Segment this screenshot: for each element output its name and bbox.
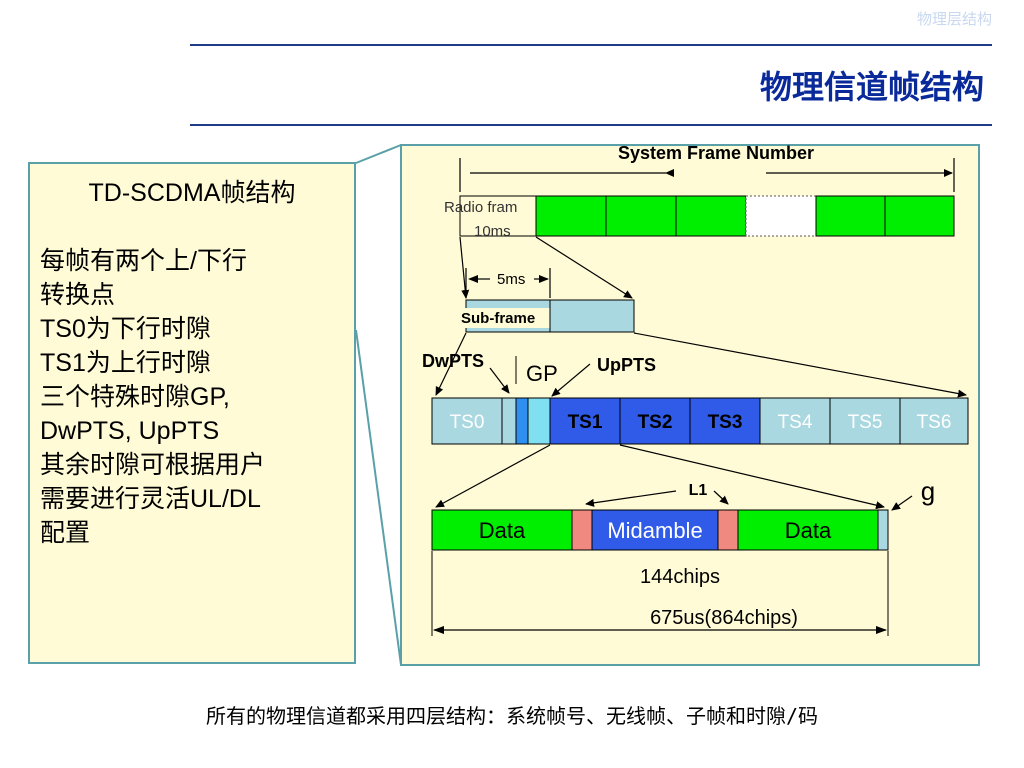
uppts-slot xyxy=(527,397,551,445)
arrowhead xyxy=(539,275,549,283)
dwpts-label: DwPTS xyxy=(422,351,484,371)
uppts-label: UpPTS xyxy=(597,355,656,375)
timeslot-label: TS0 xyxy=(450,412,485,433)
timeslot-ts1 xyxy=(549,397,621,445)
timeslot-label: TS3 xyxy=(708,412,743,433)
timeslot-label: TS4 xyxy=(778,412,813,433)
burst-guard-1 xyxy=(571,509,593,551)
panel-line: 每帧有两个上/下行 xyxy=(40,247,247,275)
zoom-arrow xyxy=(459,236,470,299)
zoom-arrow xyxy=(435,444,551,508)
burst-guard-2 xyxy=(717,509,739,551)
panel-text: 每帧有两个上/下行 转换点 TS0为下行时隙 TS1为上行时隙 三个特殊时隙GP… xyxy=(30,244,354,550)
panel-line: 三个特殊时隙GP, xyxy=(40,383,230,411)
burst-label: Midamble xyxy=(607,518,702,543)
zoom-arrow xyxy=(435,332,467,396)
system-frame-number-label: System Frame Number xyxy=(618,143,814,163)
timeslot-ts6 xyxy=(899,397,969,445)
burst-label: Data xyxy=(785,518,832,543)
gp-slot xyxy=(515,397,529,445)
radio-frame xyxy=(884,195,955,237)
connector-line xyxy=(355,144,402,164)
timeslot-ts3 xyxy=(689,397,761,445)
l1-label: L1 xyxy=(689,482,708,499)
panel-line: 需要进行灵活UL/DL xyxy=(40,485,261,513)
burst-label: Data xyxy=(479,518,526,543)
section-label: 物理层结构 xyxy=(916,11,992,28)
timeslot-ts4 xyxy=(759,397,831,445)
dwpts-pointer xyxy=(489,367,510,394)
panel-line: 转换点 xyxy=(40,281,116,309)
chips-label: 144chips xyxy=(640,566,720,588)
zoom-arrow xyxy=(633,332,967,398)
subframe-label-bg xyxy=(460,308,550,328)
l1-pointer xyxy=(713,490,729,505)
arrowhead xyxy=(433,626,444,634)
g-label: g xyxy=(921,476,935,506)
uppts-pointer xyxy=(551,363,591,397)
panel-line: 其余时隙可根据用户 xyxy=(40,451,266,479)
radio-frame-duration: 10ms xyxy=(474,223,511,240)
radio-frame xyxy=(535,195,607,237)
panel-line: 配置 xyxy=(40,519,91,547)
subframe-duration-label: 5ms xyxy=(497,271,525,288)
panel-line: TS0为下行时隙 xyxy=(40,315,211,343)
burst-midamble xyxy=(591,509,719,551)
title-rule xyxy=(190,124,992,126)
burst-data-1 xyxy=(431,509,573,551)
timeslot-label: TS1 xyxy=(568,412,603,433)
radio-frame xyxy=(605,195,677,237)
zoom-arrow xyxy=(535,236,633,299)
subframe-label: Sub-frame xyxy=(461,310,535,327)
radio-frame-label-bg xyxy=(438,196,536,236)
g-pointer xyxy=(891,495,913,511)
dwpts-slot xyxy=(501,397,517,445)
gp-label: GP xyxy=(526,361,558,386)
timeslot-label: TS6 xyxy=(917,412,952,433)
burst-data-2 xyxy=(737,509,879,551)
arrowhead xyxy=(876,626,887,634)
panel-heading: TD-SCDMA帧结构 xyxy=(88,179,296,207)
radio-frame-label: Radio fram xyxy=(444,199,517,216)
footer-caption: 所有的物理信道都采用四层结构：系统帧号、无线帧、子帧和时隙/码 xyxy=(205,704,819,728)
page-title: 物理信道帧结构 xyxy=(759,69,984,105)
arrowhead xyxy=(468,275,478,283)
timeslot-label: TS5 xyxy=(848,412,883,433)
description-panel: TD-SCDMA帧结构 每帧有两个上/下行 转换点 TS0为下行时隙 TS1为上… xyxy=(28,162,356,664)
l1-pointer xyxy=(585,490,677,507)
zoom-arrow xyxy=(619,444,885,510)
total-duration-label: 675us(864chips) xyxy=(650,607,798,629)
radio-frame xyxy=(815,195,886,237)
radio-frame-gap xyxy=(745,195,817,237)
panel-line: DwPTS, UpPTS xyxy=(40,417,220,445)
timeslot-ts0 xyxy=(431,397,503,445)
timeslot-label: TS2 xyxy=(638,412,673,433)
top-rule xyxy=(190,44,992,46)
timeslot-ts5 xyxy=(829,397,901,445)
burst-guard-period xyxy=(877,509,889,551)
radio-frame xyxy=(675,195,747,237)
radio-frame-outline xyxy=(459,195,537,237)
panel-line: TS1为上行时隙 xyxy=(40,349,211,377)
connector-line xyxy=(355,329,402,666)
